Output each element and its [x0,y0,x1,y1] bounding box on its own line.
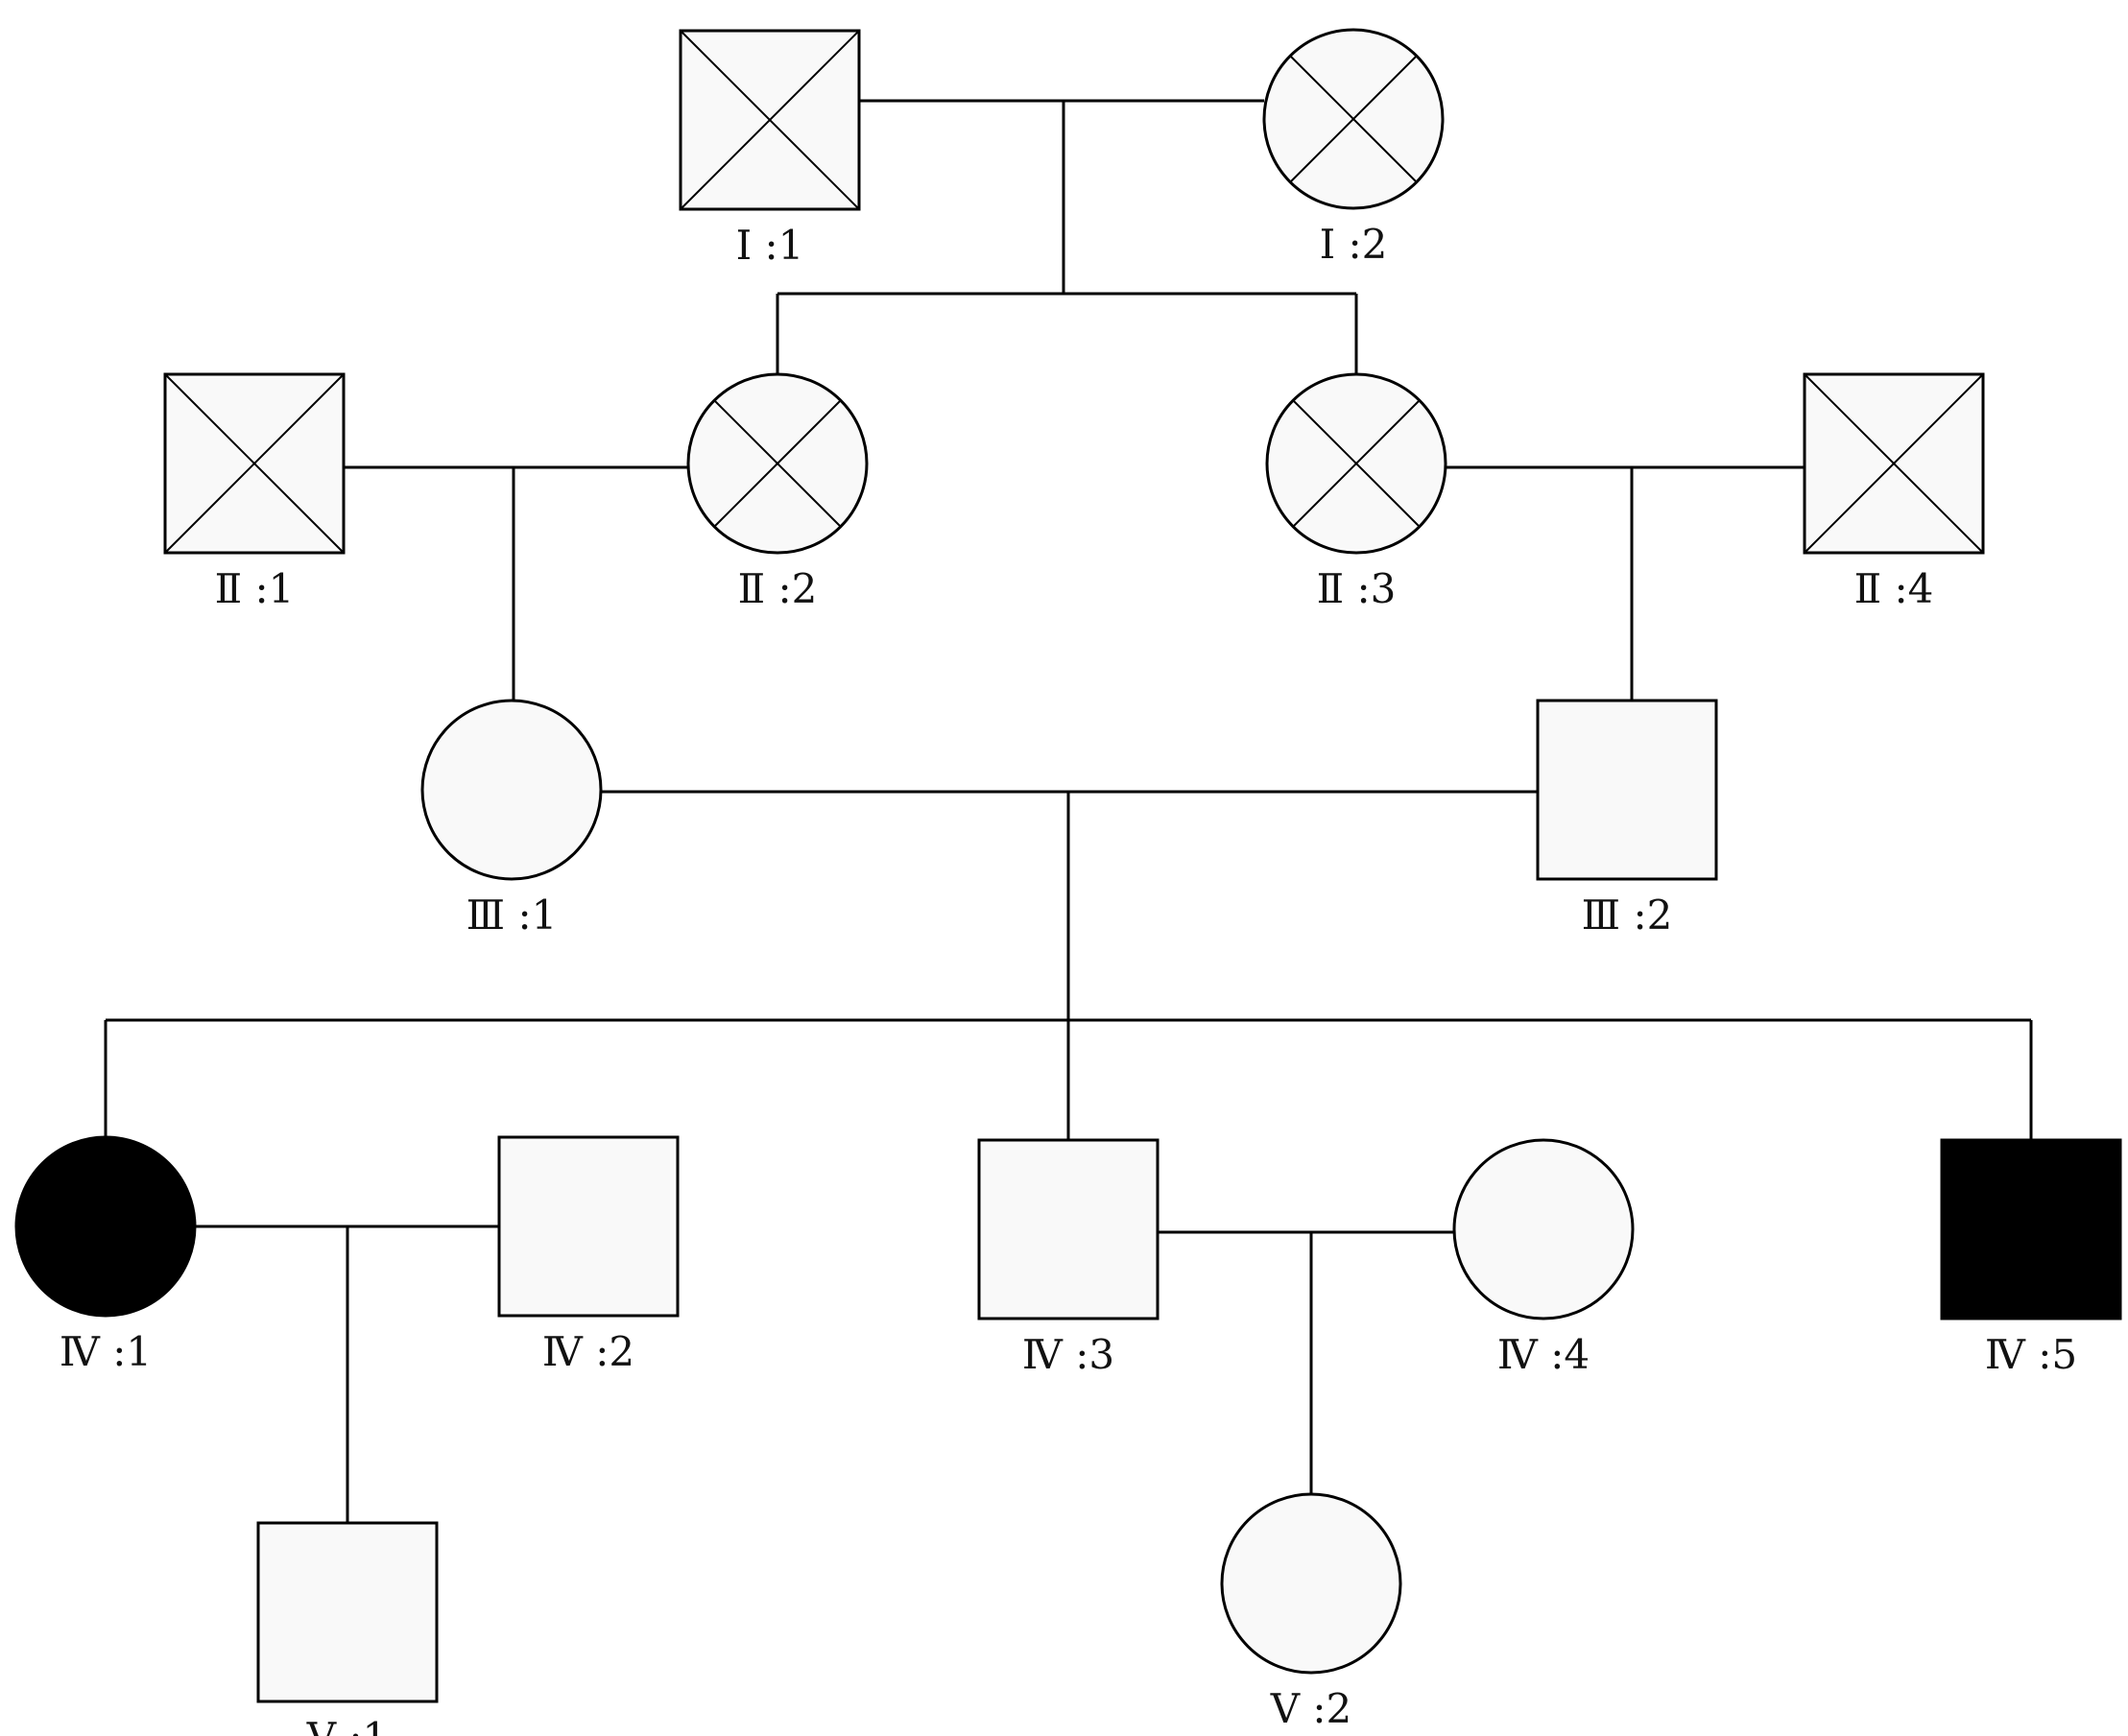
individual-iv-5 [1940,1138,2122,1320]
male-square-symbol [497,1135,680,1318]
individual-iv-1 [14,1135,197,1318]
individual-label-v-1: Ⅴ :1 [306,1714,389,1736]
male-square-symbol [256,1521,439,1703]
individual-symbols [14,28,2122,1703]
male-square-symbol [1536,699,1718,881]
individual-label-ii-1: Ⅱ :1 [215,565,295,612]
individual-iv-4 [1452,1138,1635,1320]
individual-iv-3 [977,1138,1160,1320]
individual-label-i-1: Ⅰ :1 [736,222,804,269]
individual-iii-1 [420,699,603,881]
individual-label-iv-3: Ⅳ :3 [1022,1331,1114,1378]
female-circle-symbol [14,1135,197,1318]
individual-v-2 [1220,1492,1402,1675]
deceased-cross-mark [713,399,842,528]
individual-label-iii-1: Ⅲ :1 [466,892,558,939]
individual-iv-2 [497,1135,680,1318]
individual-label-ii-2: Ⅱ :2 [738,565,818,612]
male-square-symbol [977,1138,1160,1320]
individual-i-1 [679,29,861,211]
individual-i-2 [1262,28,1445,210]
male-square-symbol [1940,1138,2122,1320]
individual-ii-2 [686,372,869,555]
individual-labels: Ⅰ :1 Ⅰ :2 Ⅱ :1 Ⅱ :2 Ⅱ :3 Ⅱ :4 Ⅲ :1 Ⅲ :2 Ⅳ :1 Ⅳ :2… [60,221,2077,1736]
individual-label-iv-1: Ⅳ :1 [60,1328,152,1375]
individual-ii-4 [1803,372,1985,555]
individual-label-iv-5: Ⅳ :5 [1985,1331,2077,1378]
individual-iii-2 [1536,699,1718,881]
individual-ii-3 [1265,372,1447,555]
deceased-cross-mark [1289,55,1418,183]
individual-ii-1 [163,372,346,555]
individual-label-iv-4: Ⅳ :4 [1497,1331,1590,1378]
individual-label-ii-3: Ⅱ :3 [1317,565,1397,612]
individual-label-i-2: Ⅰ :2 [1320,221,1388,268]
female-circle-symbol [420,699,603,881]
deceased-cross-mark [680,30,860,210]
individual-label-iv-2: Ⅳ :2 [542,1328,634,1375]
individual-v-1 [256,1521,439,1703]
female-circle-symbol [1220,1492,1402,1675]
individual-label-iii-2: Ⅲ :2 [1582,892,1673,939]
deceased-cross-mark [1292,399,1421,528]
female-circle-symbol [1452,1138,1635,1320]
individual-label-v-2: Ⅴ :2 [1270,1685,1352,1732]
deceased-cross-mark [164,373,345,554]
individual-label-ii-4: Ⅱ :4 [1854,565,1934,612]
deceased-cross-mark [1804,373,1984,554]
relationship-lines [104,99,2033,1523]
